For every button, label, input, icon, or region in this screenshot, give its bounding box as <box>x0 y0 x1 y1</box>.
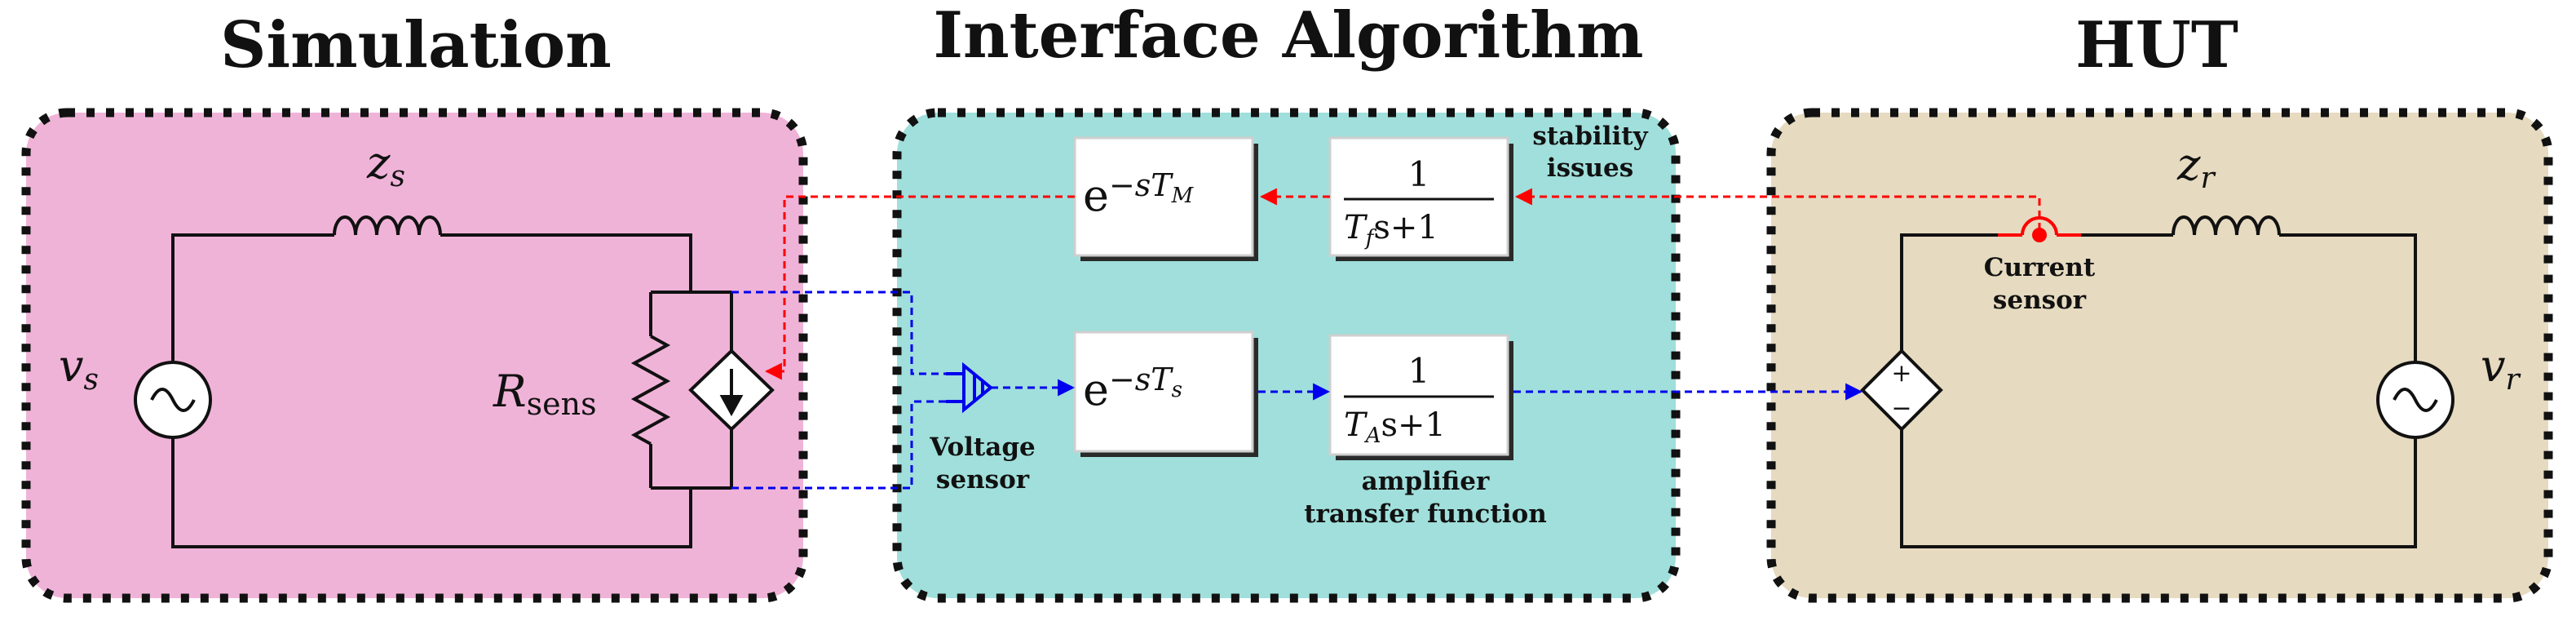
resistor-rsens <box>630 335 671 446</box>
amplifier-caption-2: transfer function <box>1304 499 1547 529</box>
plus-sign: + <box>1891 359 1911 388</box>
filter-block: 1 Tfs+1 <box>1328 136 1513 261</box>
current-signal-path <box>764 188 2041 380</box>
delay-sample-block: e−sTs <box>1073 331 1258 457</box>
simulation-circuit <box>171 215 733 548</box>
hut-circuit <box>1900 215 2417 548</box>
inductor-zs <box>333 215 442 236</box>
voltage-sensor-icon <box>946 362 994 414</box>
svg-text:1: 1 <box>1408 154 1430 194</box>
simulation-panel <box>21 108 808 603</box>
vr-label: vr <box>2481 340 2521 397</box>
stability-caption-2: issues <box>1547 153 1633 183</box>
minus-sign: − <box>1891 394 1911 423</box>
down-arrow-icon <box>719 369 744 417</box>
zs-label: zs <box>366 137 405 193</box>
svg-text:TAs+1: TAs+1 <box>1344 406 1446 448</box>
svg-text:Tfs+1: Tfs+1 <box>1344 209 1438 251</box>
svg-text:e−sTM: e−sTM <box>1083 167 1195 221</box>
zr-label: zr <box>2176 139 2216 195</box>
delay-measure-block: e−sTM <box>1073 136 1258 261</box>
interface-panel <box>892 108 1681 603</box>
sine-icon <box>150 388 196 412</box>
stability-caption-1: stability <box>1532 122 1648 151</box>
current-sensor-caption-1: Current <box>1984 253 2096 282</box>
amplifier-caption-1: amplifier <box>1362 467 1490 496</box>
rsens-label: Rsens <box>493 366 597 422</box>
interface-title: Interface Algorithm <box>933 0 1643 73</box>
current-sensor-caption-2: sensor <box>1993 286 2087 315</box>
hut-panel <box>1766 108 2553 603</box>
voltage-signal-path <box>731 291 1863 490</box>
vs-label: vs <box>59 340 99 397</box>
voltage-sensor-caption-1: Voltage <box>929 433 1035 462</box>
svg-text:e−sTs: e−sTs <box>1083 362 1182 415</box>
controlled-voltage-source <box>1860 348 1943 432</box>
amplifier-block: 1 TAs+1 <box>1328 334 1513 460</box>
simulation-title: Simulation <box>220 8 612 82</box>
svg-text:1: 1 <box>1408 351 1430 391</box>
voltage-sensor-caption-2: sensor <box>936 465 1030 495</box>
inductor-zr <box>2172 215 2281 236</box>
sine-icon <box>2393 388 2438 412</box>
hut-title: HUT <box>2075 8 2238 82</box>
